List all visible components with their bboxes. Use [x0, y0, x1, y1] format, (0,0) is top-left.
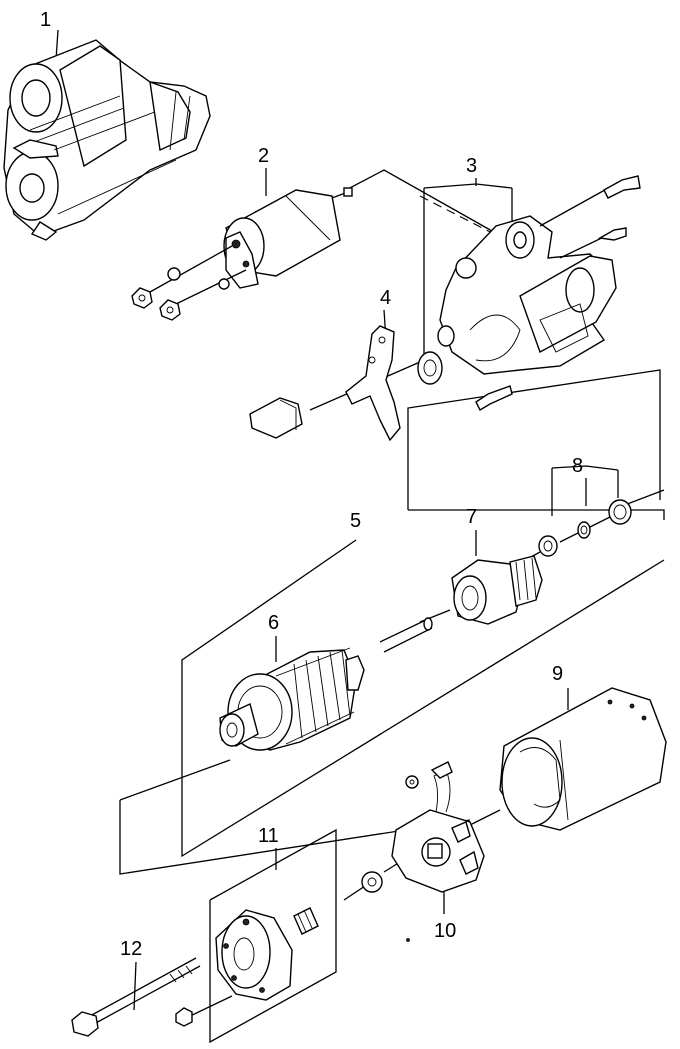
callout-6: 6	[268, 612, 279, 634]
callout-7: 7	[466, 506, 477, 528]
callout-9: 9	[552, 663, 563, 685]
yoke-frame	[499, 687, 667, 831]
starter-assembly	[3, 39, 211, 241]
pinion-clutch	[451, 555, 543, 625]
through-bolt	[71, 957, 201, 1037]
callout-1: 1	[40, 9, 51, 31]
solenoid	[131, 187, 353, 321]
callout-5: 5	[350, 510, 361, 532]
thrust-collar-set	[538, 499, 632, 557]
callout-10: 10	[434, 920, 456, 942]
commutator-end-frame	[175, 907, 319, 1027]
callout-4: 4	[380, 287, 391, 309]
callout-12: 12	[120, 938, 142, 960]
callout-11: 11	[258, 825, 279, 847]
callout-3: 3	[466, 155, 477, 177]
brush-holder-plate	[361, 761, 485, 942]
shift-fork-lever	[249, 325, 401, 442]
assembly-lines	[119, 169, 665, 1044]
armature	[219, 617, 433, 751]
callout-2: 2	[258, 145, 269, 167]
drive-end-housing	[417, 175, 641, 411]
